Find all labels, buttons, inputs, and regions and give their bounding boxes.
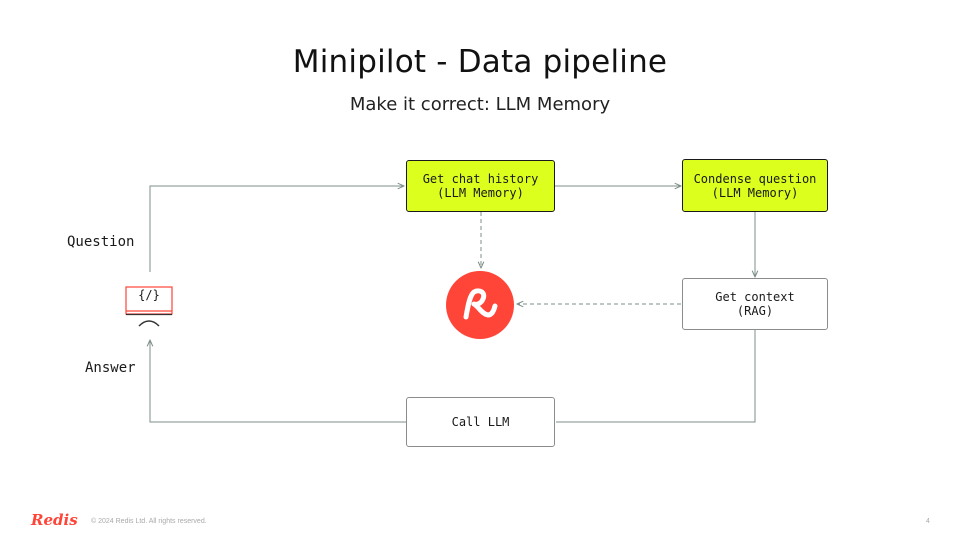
edge-context-to-llm — [556, 330, 756, 423]
slide-title: Minipilot - Data pipeline — [292, 44, 668, 80]
client-code-glyph: {/} — [138, 288, 160, 302]
footer-copyright: © 2024 Redis Ltd. All rights reserved. — [91, 518, 207, 525]
edge-question — [149, 186, 404, 272]
redis-logo-icon — [446, 271, 514, 339]
question-label: Question — [67, 234, 135, 250]
laptop-code-icon — [125, 286, 173, 327]
slide-subtitle: Make it correct: LLM Memory — [349, 94, 611, 115]
node-get-chat-history: Get chat history (LLM Memory) — [406, 160, 555, 212]
footer-brand-logo: Redis — [31, 511, 78, 529]
answer-label: Answer — [85, 360, 136, 376]
edge-answer — [150, 340, 406, 423]
node-get-context: Get context (RAG) — [682, 278, 828, 330]
page-number: 4 — [926, 518, 930, 525]
node-condense-question: Condense question (LLM Memory) — [682, 159, 828, 212]
node-call-llm: Call LLM — [406, 397, 555, 447]
